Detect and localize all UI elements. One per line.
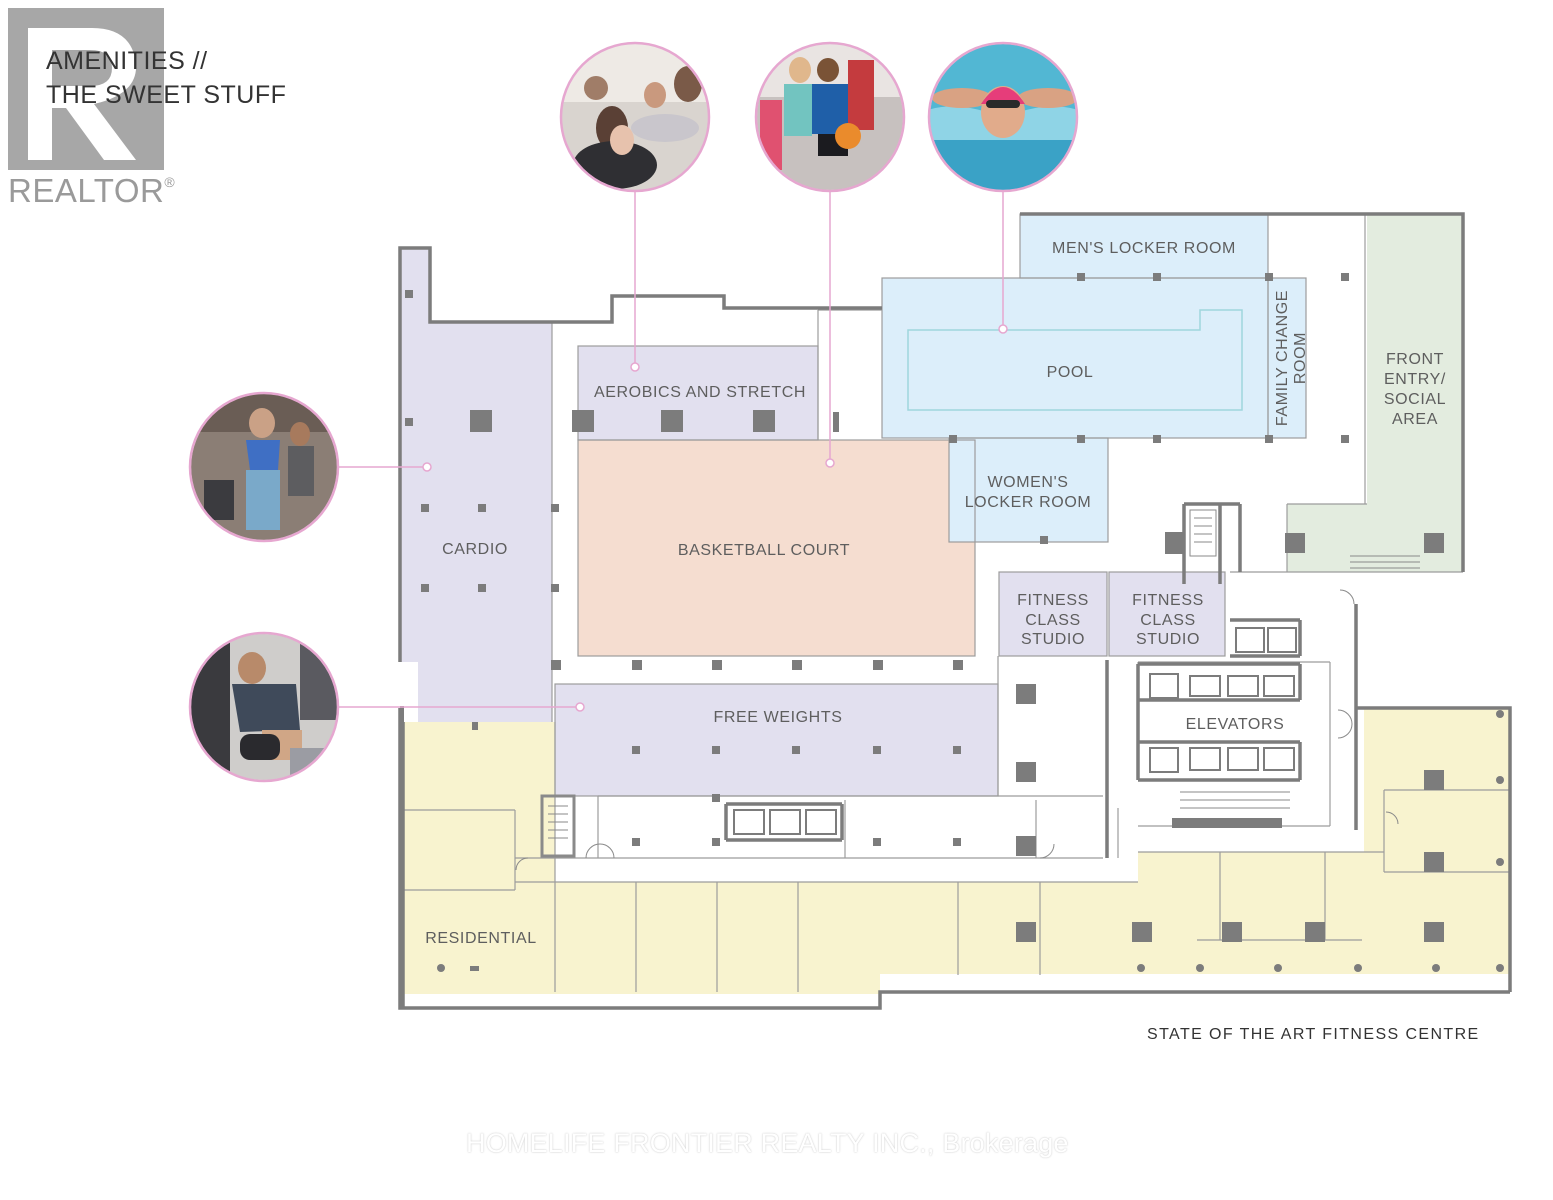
- womens-locker-label-line2: LOCKER ROOM: [965, 494, 1092, 511]
- fitness-studio-b-area: [1109, 572, 1225, 656]
- cardio-area: [400, 248, 552, 722]
- free-weights-label: FREE WEIGHTS: [714, 709, 843, 726]
- front-entry-label-line3: SOCIAL: [1384, 391, 1446, 408]
- realtor-logo: [8, 8, 164, 170]
- swimmer-photo: [927, 41, 1079, 193]
- fitness-studio-a-label-line2: CLASS: [1025, 612, 1080, 629]
- mens-locker-label: MEN'S LOCKER ROOM: [1052, 240, 1236, 257]
- residential-label: RESIDENTIAL: [425, 930, 537, 947]
- brokerage-watermark: HOMELIFE FRONTIER REALTY INC., Brokerage: [466, 1128, 1069, 1158]
- basketball-court-label: BASKETBALL COURT: [678, 542, 850, 559]
- front-entry-label-line1: FRONT: [1386, 351, 1444, 368]
- womens-locker-label-line1: WOMEN'S: [987, 474, 1068, 491]
- room-fills: [400, 214, 1510, 994]
- weights-photo: [188, 631, 340, 783]
- fitness-centre-caption: STATE OF THE ART FITNESS CENTRE: [1147, 1026, 1480, 1043]
- family-change-label-line1: FAMILY CHANGE: [1274, 290, 1291, 426]
- residential-unit: [880, 882, 1138, 974]
- realtor-wordmark-text: REALTOR: [8, 172, 165, 209]
- aerobics-photo: [559, 41, 711, 193]
- front-entry-area: [1287, 214, 1463, 572]
- basketball-court-area: [578, 440, 975, 656]
- page-title: AMENITIES // THE SWEET STUFF: [46, 44, 286, 112]
- callout-lines: [339, 192, 1004, 708]
- elevators-label: ELEVATORS: [1186, 716, 1285, 733]
- pool-basin: [907, 309, 1243, 411]
- cardio-photo: [188, 391, 340, 543]
- fitness-studio-a-label-line3: STUDIO: [1021, 631, 1085, 648]
- fitness-studio-b-label-line3: STUDIO: [1136, 631, 1200, 648]
- front-entry-label-line4: AREA: [1392, 411, 1438, 428]
- page-title-line1: AMENITIES //: [46, 47, 208, 75]
- free-weights-area: [555, 684, 998, 796]
- fitness-studio-b-label-line2: CLASS: [1140, 612, 1195, 629]
- aerobics-label: AEROBICS AND STRETCH: [594, 384, 806, 401]
- cardio-label: CARDIO: [442, 541, 508, 558]
- door-swings: [515, 589, 1399, 871]
- fitness-studio-b-label-line1: FITNESS: [1132, 592, 1204, 609]
- stairs: [540, 509, 1420, 858]
- family-change-area: [1268, 278, 1306, 438]
- partition-lines: [403, 213, 1510, 992]
- mens-locker-area: [1020, 214, 1268, 278]
- family-change-label-line2: ROOM: [1292, 332, 1309, 384]
- callout-dots: [422, 324, 1008, 712]
- small-columns: [405, 273, 1504, 972]
- pool-hall-area: [882, 278, 1268, 438]
- elevator-cars: [733, 627, 1297, 835]
- page-title-line2: THE SWEET STUFF: [46, 81, 287, 109]
- structural-columns: [400, 410, 1444, 942]
- aerobics-area: [578, 346, 818, 440]
- fitness-studio-a-area: [999, 572, 1107, 656]
- basketball-photo: [754, 41, 906, 193]
- fitness-studio-a-label-line1: FITNESS: [1017, 592, 1089, 609]
- realtor-wordmark: REALTOR®: [8, 172, 175, 210]
- front-entry-label-line2: ENTRY/: [1384, 371, 1446, 388]
- pool-label: POOL: [1047, 364, 1094, 381]
- registered-mark: ®: [164, 174, 176, 190]
